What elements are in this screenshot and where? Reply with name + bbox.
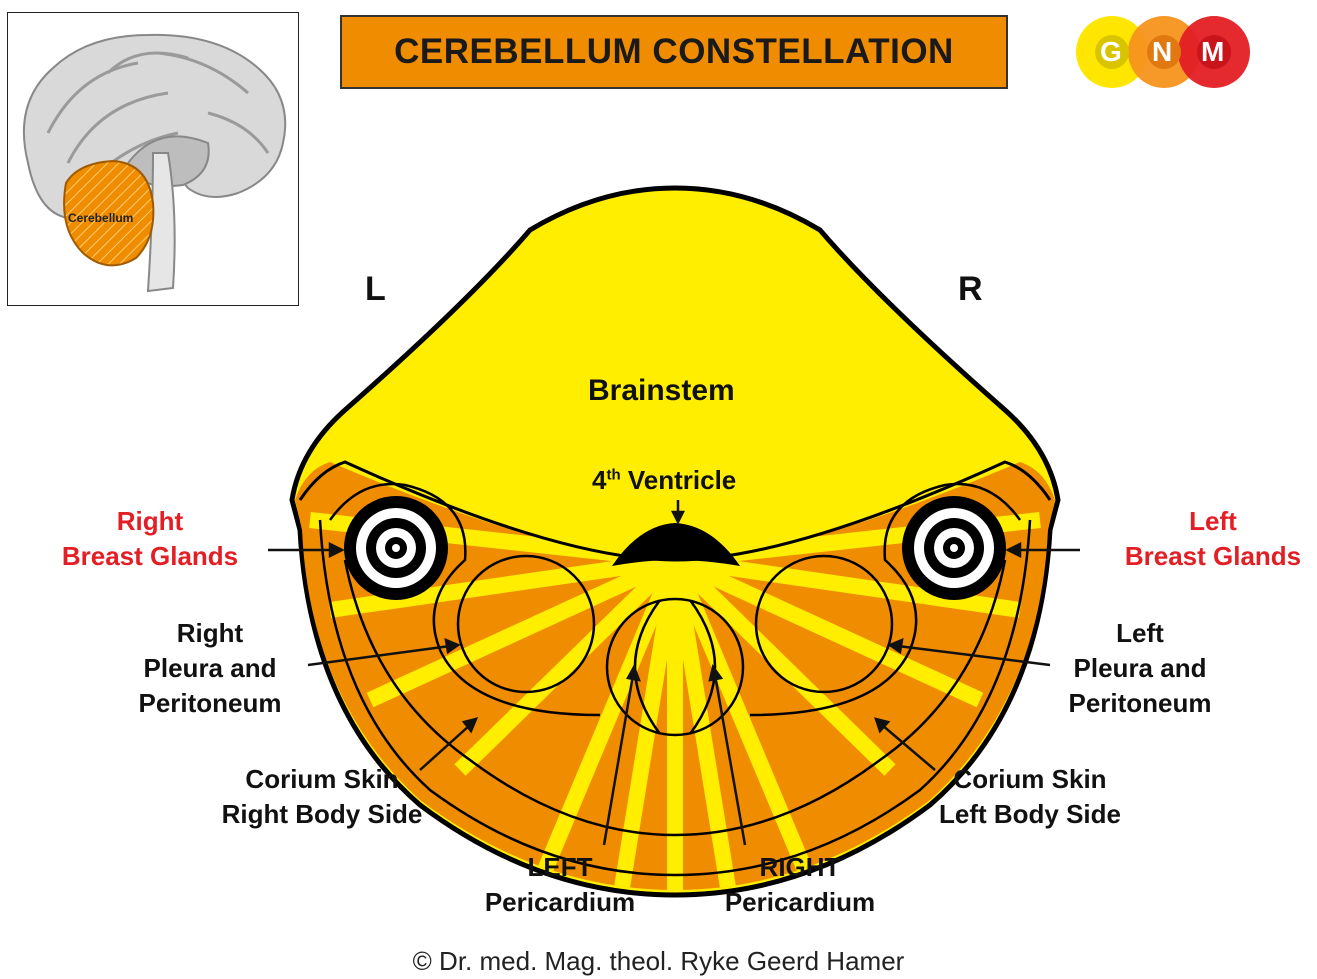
- label-line: Pericardium: [470, 885, 650, 920]
- logo-letter-g: G: [1100, 36, 1122, 68]
- brain-illustration: [8, 13, 300, 307]
- ventricle-word: Ventricle: [621, 465, 737, 495]
- label-line: Pleura and: [1040, 651, 1240, 686]
- label-line: Right: [40, 504, 260, 539]
- ventricle-label: 4th Ventricle: [592, 465, 736, 496]
- right-breast-glands-label: Right Breast Glands: [40, 504, 260, 574]
- logo-letter-m: M: [1201, 36, 1224, 68]
- page-title: CEREBELLUM CONSTELLATION: [394, 32, 954, 72]
- label-line: RIGHT: [710, 850, 890, 885]
- right-corium-label: Corium Skin Right Body Side: [192, 762, 452, 832]
- ventricle-number: 4: [592, 465, 606, 495]
- label-line: Corium Skin: [192, 762, 452, 797]
- title-banner: CEREBELLUM CONSTELLATION: [340, 15, 1008, 89]
- left-pleura-label: Left Pleura and Peritoneum: [1040, 616, 1240, 721]
- label-line: Breast Glands: [1108, 539, 1317, 574]
- left-breast-glands-label: Left Breast Glands: [1108, 504, 1317, 574]
- cerebellum-inset-label: Cerebellum: [68, 211, 133, 225]
- copyright-text: © Dr. med. Mag. theol. Ryke Geerd Hamer: [0, 946, 1317, 977]
- brainstem-label: Brainstem: [588, 374, 735, 408]
- right-pericardium-label: RIGHT Pericardium: [710, 850, 890, 920]
- left-pericardium-label: LEFT Pericardium: [470, 850, 650, 920]
- label-line: Left Body Side: [905, 797, 1155, 832]
- label-line: Pleura and: [110, 651, 310, 686]
- label-line: Peritoneum: [110, 686, 310, 721]
- label-line: Left: [1040, 616, 1240, 651]
- label-line: Pericardium: [710, 885, 890, 920]
- ventricle-shape: [612, 523, 740, 566]
- logo-letter-n: N: [1152, 36, 1172, 68]
- brain-inset: Cerebellum: [7, 12, 299, 306]
- label-line: LEFT: [470, 850, 650, 885]
- left-corium-label: Corium Skin Left Body Side: [905, 762, 1155, 832]
- label-line: Peritoneum: [1040, 686, 1240, 721]
- label-line: Right Body Side: [192, 797, 452, 832]
- label-line: Right: [110, 616, 310, 651]
- right-side-marker: R: [958, 270, 983, 309]
- left-breast-target: [902, 496, 1006, 600]
- right-breast-target: [344, 496, 448, 600]
- left-side-marker: L: [365, 270, 386, 309]
- right-pleura-label: Right Pleura and Peritoneum: [110, 616, 310, 721]
- label-line: Corium Skin: [905, 762, 1155, 797]
- label-line: Left: [1108, 504, 1317, 539]
- ventricle-superscript: th: [606, 466, 620, 483]
- label-line: Breast Glands: [40, 539, 260, 574]
